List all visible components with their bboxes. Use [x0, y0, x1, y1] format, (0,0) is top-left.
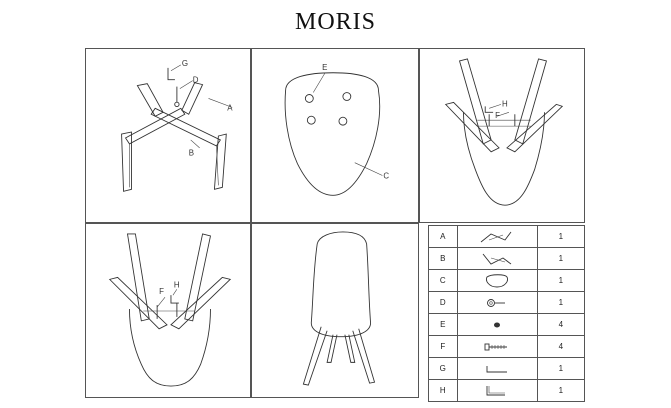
label-h: H	[174, 280, 180, 289]
table-row: A 1	[428, 225, 586, 248]
label-f: F	[159, 287, 164, 296]
part-icon-cell	[456, 335, 538, 358]
part-qty: 1	[536, 225, 586, 248]
table-row: G 1	[428, 357, 586, 380]
step-1-panel: G D A B	[85, 48, 251, 223]
parts-table: A 1 B 1 C 1	[428, 225, 586, 402]
part-qty: 1	[536, 379, 586, 402]
part-icon-cell	[456, 357, 538, 380]
part-qty: 4	[536, 313, 586, 336]
page-title: MORIS	[294, 9, 377, 35]
part-letter: D	[428, 291, 458, 314]
label-g: G	[182, 59, 188, 68]
label-f: F	[495, 111, 500, 120]
table-row: F 4	[428, 335, 586, 358]
part-icon-cell	[456, 225, 538, 248]
finished-chair-panel	[251, 223, 419, 398]
step-3-panel: H F	[419, 48, 585, 223]
table-row: E 4	[428, 313, 586, 336]
seat-pads-illustration: E C	[284, 63, 389, 196]
part-letter: A	[428, 225, 458, 248]
pad-icon	[494, 322, 501, 327]
leg-frame-icon	[480, 231, 512, 242]
second-frame-illustration: F H	[108, 233, 232, 387]
part-qty: 1	[536, 357, 586, 380]
frame-mount-illustration: H F	[444, 58, 564, 206]
label-e: E	[322, 63, 327, 72]
label-c: C	[383, 171, 389, 180]
part-qty: 1	[536, 247, 586, 270]
part-qty: 4	[536, 335, 586, 358]
allen-key-icon	[486, 385, 506, 395]
assembled-chair-illustration	[302, 231, 376, 386]
part-letter: F	[428, 335, 458, 358]
table-row: C 1	[428, 269, 586, 292]
washer-bolt-icon	[487, 298, 506, 307]
part-letter: H	[428, 379, 458, 402]
part-icon-cell	[456, 247, 538, 270]
part-qty: 1	[536, 269, 586, 292]
screw-icon	[484, 343, 508, 350]
part-icon-cell	[456, 291, 538, 314]
step-4-panel: F H	[85, 223, 251, 398]
part-letter: B	[428, 247, 458, 270]
leg-assembly-illustration: G D A B	[121, 59, 233, 192]
label-d: D	[193, 76, 199, 85]
part-letter: G	[428, 357, 458, 380]
part-icon-cell	[456, 313, 538, 336]
allen-key-icon	[486, 365, 508, 372]
seat-shell-icon	[486, 273, 509, 287]
label-a: A	[227, 103, 233, 112]
part-letter: C	[428, 269, 458, 292]
part-icon-cell	[456, 379, 538, 402]
part-qty: 1	[536, 291, 586, 314]
leg-frame-icon	[482, 253, 512, 265]
part-letter: E	[428, 313, 458, 336]
table-row: H 1	[428, 379, 586, 402]
label-b: B	[189, 149, 194, 158]
table-row: D 1	[428, 291, 586, 314]
part-icon-cell	[456, 269, 538, 292]
label-h: H	[502, 99, 508, 108]
table-row: B 1	[428, 247, 586, 270]
step-2-panel: E C	[251, 48, 419, 223]
